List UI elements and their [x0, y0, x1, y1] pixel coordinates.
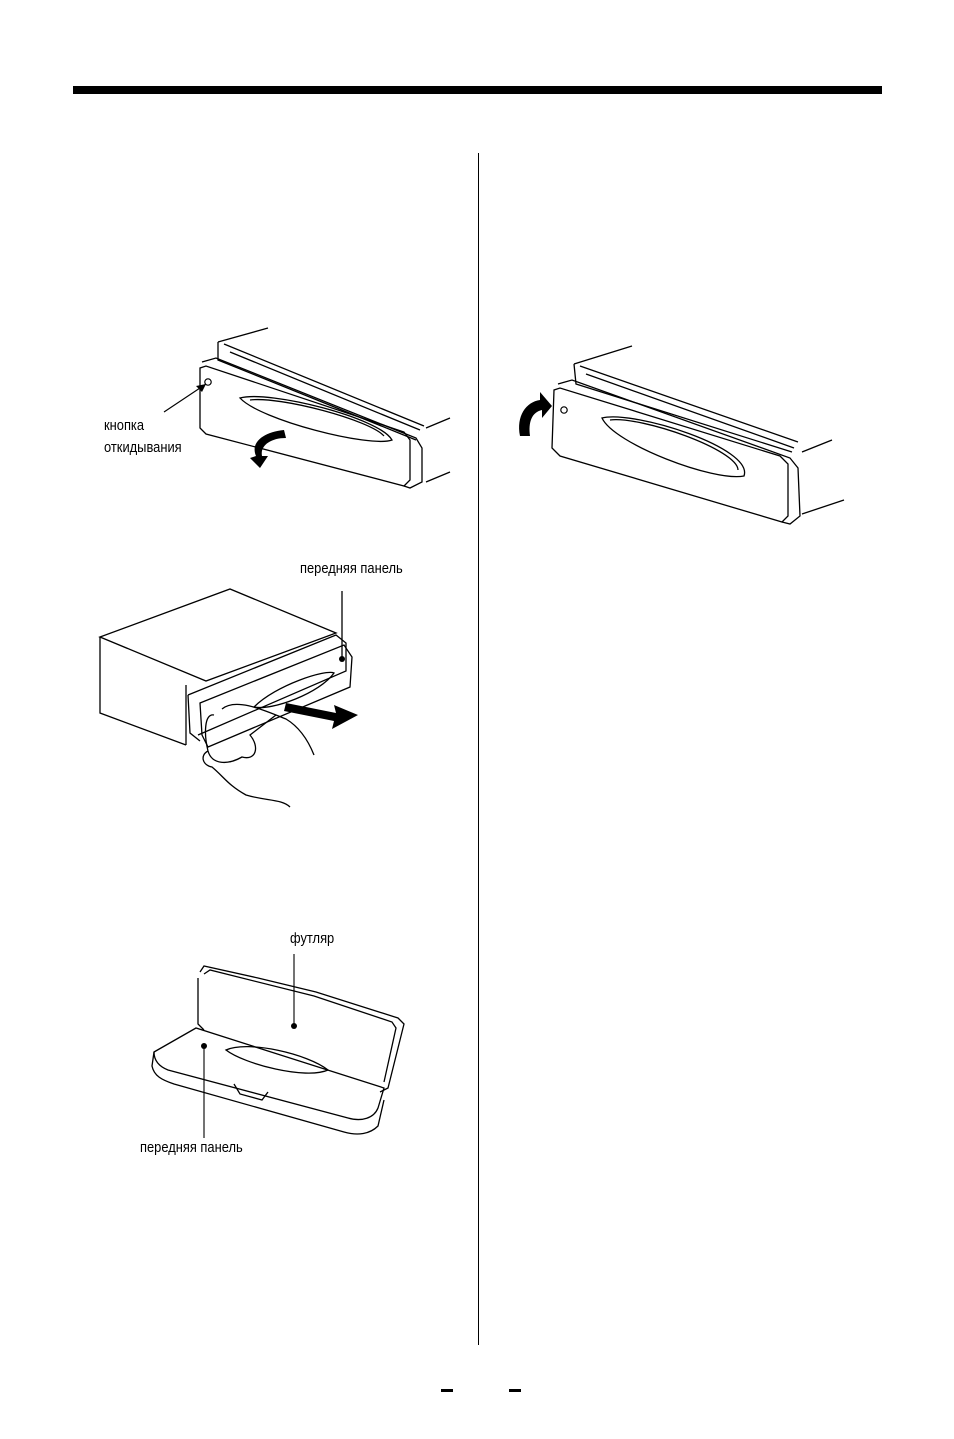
figure-case [148, 960, 418, 1150]
arrow-down-icon [250, 430, 286, 468]
figure-release-button [180, 320, 460, 500]
front-panel-label: передняя панель [300, 558, 403, 580]
figure-reattach-panel [514, 340, 854, 540]
page-mark-left [441, 1389, 453, 1392]
front-panel-case-label: передняя панель [140, 1137, 243, 1159]
release-button-label-line1: кнопка [104, 415, 144, 437]
release-button-label-line2: откидывания [104, 437, 182, 459]
top-rule [73, 86, 882, 94]
case-label: футляр [290, 928, 334, 950]
page-mark-right [509, 1389, 521, 1392]
column-divider [478, 153, 479, 1345]
arrow-up-icon [519, 392, 552, 436]
figure-front-panel-removal [96, 585, 376, 815]
